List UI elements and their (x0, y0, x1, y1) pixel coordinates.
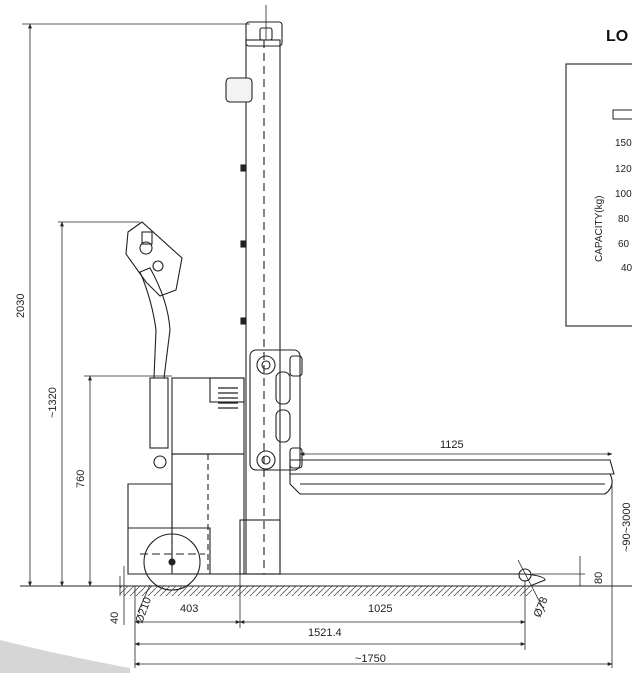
fork-carriage (249, 349, 301, 471)
capacity-tick-100: 100 (615, 189, 632, 200)
capacity-tick-80: 80 (618, 214, 630, 225)
chassis-length-label: 1025 (368, 603, 392, 615)
rear-length-label: 403 (180, 603, 198, 615)
lift-cylinder-bracket (225, 77, 253, 103)
fork-length-label: 1125 (440, 439, 464, 451)
ground-clearance-label: 40 (109, 612, 121, 624)
load-chart-labels: CAPACITY(kg) 150 120 100 80 60 40 (594, 138, 632, 274)
capacity-tick-150: 150 (615, 138, 632, 149)
overall-length-label: ~1750 (355, 653, 386, 665)
wheelbase-label: 1521.4 (308, 627, 342, 639)
capacity-axis-label: CAPACITY(kg) (594, 196, 605, 263)
capacity-tick-120: 120 (615, 164, 632, 175)
grey-corner-shape (0, 640, 130, 673)
lower-fork (240, 573, 546, 587)
fork-height-range-label: ~90~3000 (621, 502, 632, 552)
truck-outline (125, 5, 615, 591)
dimension-lines (22, 23, 613, 668)
dimension-labels: 2030 ~1320 760 40 Ø210 403 1025 1521.4 ~… (15, 294, 632, 665)
vent-grille (218, 387, 238, 409)
load-chart-box (565, 63, 632, 327)
mast-top (245, 21, 283, 47)
raised-fork (289, 459, 615, 475)
handle-height-label: ~1320 (47, 387, 59, 418)
wheel-diameter-label: Ø210 (134, 596, 154, 625)
drive-wheel (143, 533, 201, 591)
battery-compartment (171, 377, 245, 455)
capacity-tick-60: 60 (618, 239, 630, 250)
mast (245, 39, 281, 575)
fork-lift-height-label: 80 (593, 572, 605, 584)
load-chart-legend-box (612, 109, 632, 120)
rear-platform (127, 483, 173, 529)
overall-height-label: 2030 (15, 294, 27, 318)
tiller-arm (139, 267, 171, 379)
ground (20, 585, 632, 596)
body-height-label: 760 (75, 470, 87, 488)
tiller-head (125, 221, 183, 297)
capacity-tick-40: 40 (621, 263, 632, 274)
load-wheel-diameter-label: Ø78 (532, 595, 551, 619)
load-chart-title: LO (606, 28, 629, 45)
